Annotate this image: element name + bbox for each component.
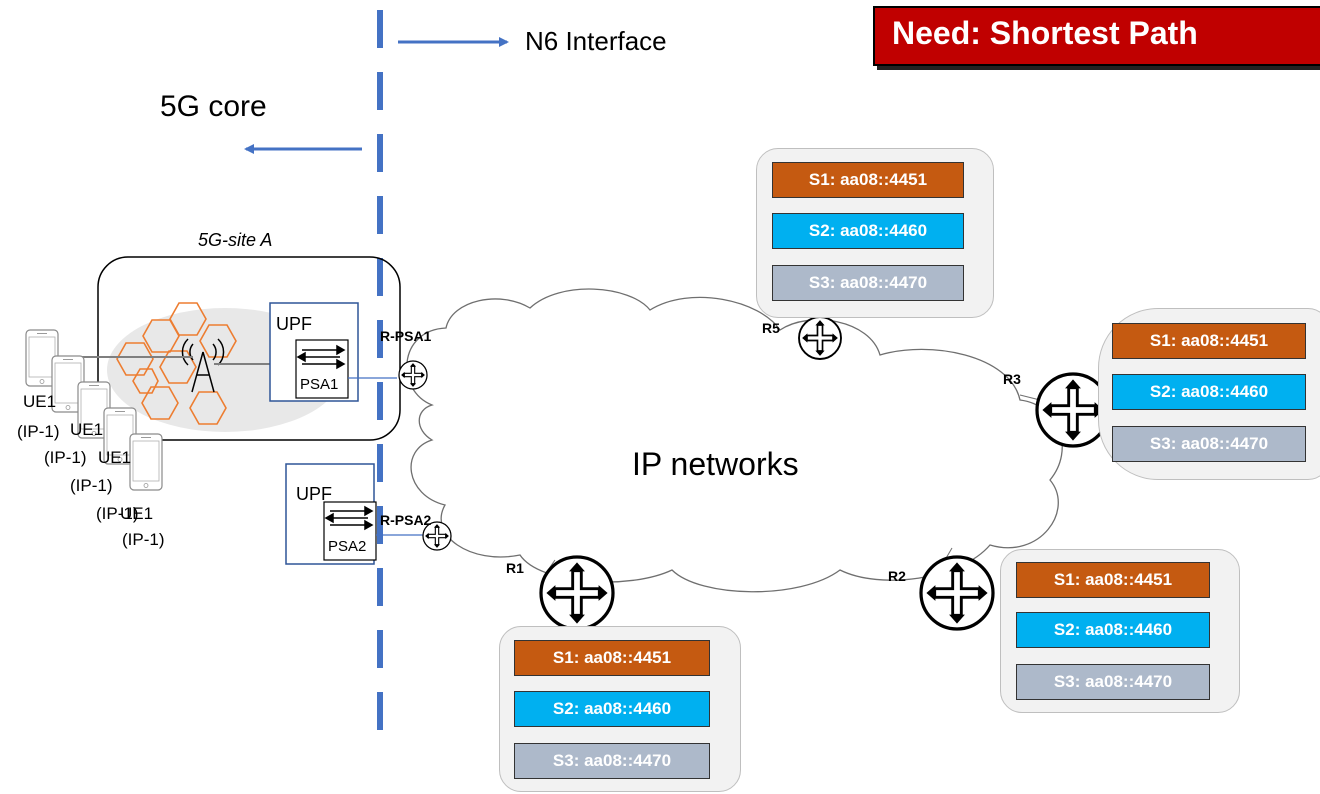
title-banner bbox=[873, 6, 1320, 66]
ue-ip-3: (IP-1) bbox=[70, 476, 113, 495]
page-title: Need: Shortest Path bbox=[892, 15, 1198, 51]
service-s1: S1: aa08::4451 bbox=[514, 640, 710, 676]
n6-interface-label: N6 Interface bbox=[525, 26, 667, 56]
service-group-r2: S1: aa08::4451 S2: aa08::4460 S3: aa08::… bbox=[1000, 549, 1240, 713]
service-group-r1: S1: aa08::4451 S2: aa08::4460 S3: aa08::… bbox=[499, 626, 741, 792]
service-s2: S2: aa08::4460 bbox=[772, 213, 964, 249]
ue-ip-2: (IP-1) bbox=[44, 448, 87, 467]
router-r2-label: R2 bbox=[888, 568, 906, 584]
site-label: 5G-site A bbox=[198, 230, 273, 250]
psa2-switch-icon bbox=[324, 505, 374, 531]
site-a-box bbox=[97, 256, 401, 441]
service-s3: S3: aa08::4470 bbox=[772, 265, 964, 301]
psa2-label: PSA2 bbox=[328, 538, 367, 555]
ue-label-2: UE1 bbox=[70, 420, 104, 439]
router-r1-label: R1 bbox=[506, 560, 524, 576]
upf2-label: UPF bbox=[296, 484, 332, 504]
service-group-r3: S1: aa08::4451 S2: aa08::4460 S3: aa08::… bbox=[1098, 308, 1320, 480]
core-label: 5G core bbox=[160, 90, 267, 123]
service-s1: S1: aa08::4451 bbox=[1112, 323, 1306, 359]
ue-label-1: UE1 bbox=[23, 392, 57, 411]
service-s1: S1: aa08::4451 bbox=[772, 162, 964, 198]
service-s2: S2: aa08::4460 bbox=[1016, 612, 1210, 648]
ue-label-4: UE1 bbox=[120, 504, 154, 523]
service-s3: S3: aa08::4470 bbox=[514, 743, 710, 779]
router-r5-label: R5 bbox=[762, 320, 780, 336]
antenna-tower-icon bbox=[181, 338, 225, 393]
ip-cloud bbox=[406, 288, 1063, 593]
router-r-psa2-label: R-PSA2 bbox=[380, 512, 432, 528]
ue-ip-4: (IP-1) bbox=[96, 504, 139, 523]
router-r3-label: R3 bbox=[1003, 371, 1021, 387]
service-s1: S1: aa08::4451 bbox=[1016, 562, 1210, 598]
service-s2: S2: aa08::4460 bbox=[1112, 374, 1306, 410]
service-group-r5: S1: aa08::4451 S2: aa08::4460 S3: aa08::… bbox=[756, 148, 994, 318]
ue-ip-5: (IP-1) bbox=[122, 530, 165, 549]
cloud-label: IP networks bbox=[632, 446, 799, 482]
router-r5-icon bbox=[799, 317, 841, 359]
psa1-switch-icon bbox=[296, 344, 346, 370]
ue-ip-1: (IP-1) bbox=[17, 422, 60, 441]
ue-label-3: UE1 bbox=[98, 448, 132, 467]
router-r-psa1-label: R-PSA1 bbox=[380, 328, 432, 344]
service-s2: S2: aa08::4460 bbox=[514, 691, 710, 727]
router-r1-icon bbox=[541, 557, 613, 629]
router-r2-icon bbox=[921, 557, 993, 629]
psa1-label: PSA1 bbox=[300, 376, 339, 393]
router-r-psa1-icon bbox=[399, 361, 427, 389]
service-s3: S3: aa08::4470 bbox=[1112, 426, 1306, 462]
cell-hexagons-icon bbox=[116, 302, 237, 425]
service-s3: S3: aa08::4470 bbox=[1016, 664, 1210, 700]
upf1-label: UPF bbox=[276, 314, 312, 334]
